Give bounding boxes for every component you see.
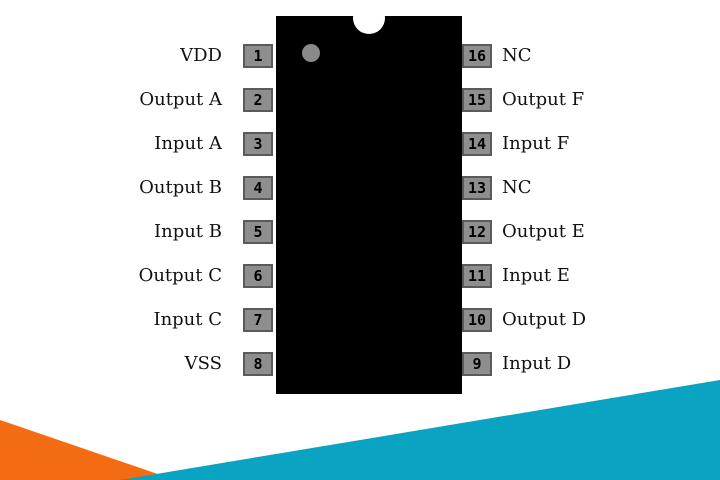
pin-8-label: VSS [184, 353, 222, 374]
pin-15-label: Output F [502, 89, 585, 110]
teal-accent-shape [120, 380, 720, 480]
pin-5-label: Input B [153, 221, 222, 242]
pin-2: 2 [243, 88, 273, 112]
pin-5: 5 [243, 220, 273, 244]
pin-3-label: Input A [154, 133, 222, 154]
pin-12: 12 [462, 220, 492, 244]
pin-13: 13 [462, 176, 492, 200]
pin-9-label: Input D [502, 353, 572, 374]
pin-9: 9 [462, 352, 492, 376]
pin-8: 8 [243, 352, 273, 376]
pin-15: 15 [462, 88, 492, 112]
pin-14: 14 [462, 132, 492, 156]
pin-6-label: Output C [138, 265, 222, 286]
pin-11-label: Input E [502, 265, 570, 286]
pin1-indicator-dot [302, 44, 320, 62]
pin-10-label: Output D [502, 309, 587, 330]
pin-11: 11 [462, 264, 492, 288]
pin-6: 6 [243, 264, 273, 288]
pin-10: 10 [462, 308, 492, 332]
pin-2-label: Output A [139, 89, 222, 110]
chip-notch [353, 2, 385, 34]
ic-chip-body [276, 16, 462, 394]
pin-1: 1 [243, 44, 273, 68]
pin-16: 16 [462, 44, 492, 68]
pin-7-label: Input C [153, 309, 222, 330]
pin-1-label: VDD [180, 45, 222, 66]
pin-7: 7 [243, 308, 273, 332]
pin-4-label: Output B [139, 177, 222, 198]
pin-14-label: Input F [502, 133, 570, 154]
pin-3: 3 [243, 132, 273, 156]
pin-13-label: NC [502, 177, 532, 198]
pin-16-label: NC [502, 45, 532, 66]
pin-4: 4 [243, 176, 273, 200]
orange-accent-shape [0, 420, 175, 480]
pin-12-label: Output E [502, 221, 585, 242]
